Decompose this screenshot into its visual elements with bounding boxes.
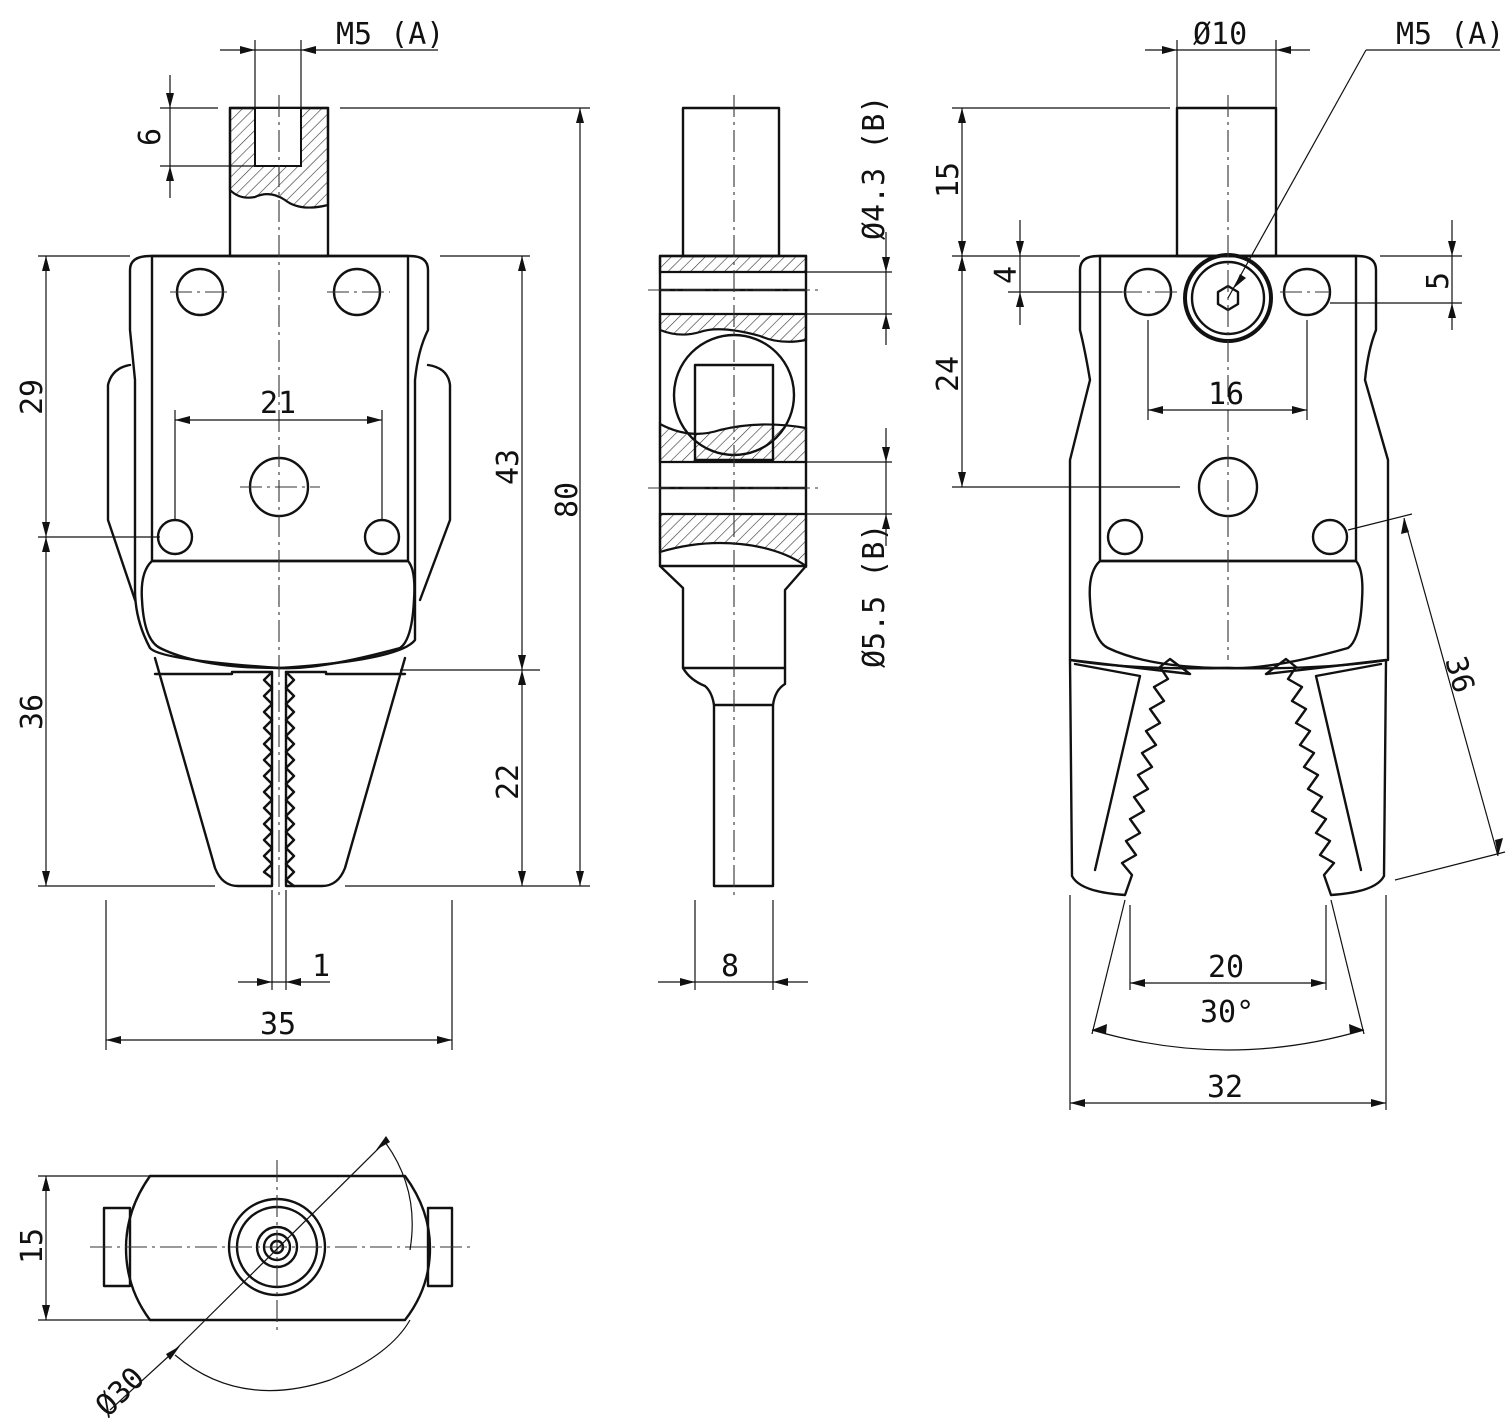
front-thread-depth-value: 6 [133,128,168,146]
side-section-top [658,254,808,274]
open-hole-spacing-value: 16 [1208,377,1244,412]
front-upper-height-value: 29 [15,379,50,415]
front-jaw-length-value: 22 [491,764,526,800]
open-gap-value: 20 [1208,950,1244,985]
open-left-jaw-inner [1073,662,1142,872]
front-lower-block [140,559,416,670]
side-section-mid1 [658,312,808,343]
side-lower [658,564,808,888]
side-stem [681,106,781,258]
front-thread-label: M5 (A) [336,17,444,52]
open-stem-height-value: 15 [931,162,966,198]
front-width-value: 35 [260,1007,296,1042]
front-hole-bottom-right [363,518,401,556]
front-jaw-gap-value: 1 [312,949,330,984]
front-total-height-value: 80 [550,482,585,518]
front-left-jaw [153,656,274,888]
front-hole-bottom-left [156,518,194,556]
front-view: M5 (A) 6 21 29 36 43 2 [15,17,590,1050]
open-stem [1175,106,1278,258]
open-lower-block [1088,559,1364,670]
front-jaw-teeth-right [284,670,296,888]
open-width-value: 32 [1207,1070,1243,1105]
open-right-jaw [1264,657,1388,897]
open-angle-value: 30° [1200,995,1254,1030]
top-body [124,1174,432,1322]
front-right-jaw [284,656,407,888]
open-stem-diameter-value: Ø10 [1193,17,1247,52]
top-circle-diameter-value: Ø30 [89,1361,152,1424]
front-left-cam [106,363,137,602]
top-view: 15 Ø30 [15,1136,470,1424]
open-offset-right-value: 5 [1421,272,1456,290]
front-right-cam [418,363,452,602]
open-view: Ø10 M5 (A) 15 24 4 5 [931,17,1506,1110]
side-section-bottom [658,512,808,569]
top-height-value: 15 [15,1228,50,1264]
open-hole-bottom-left [1106,518,1144,556]
open-body [1068,254,1390,670]
open-body-height-value: 24 [931,356,966,392]
front-body-height-value: 43 [491,449,526,485]
front-hole-spacing-value: 21 [260,386,296,421]
side-thickness-value: 8 [721,949,739,984]
open-offset-left-value: 4 [989,266,1024,284]
front-thread-bore [254,107,302,167]
open-right-jaw-inner [1314,662,1383,872]
front-lower-height-value: 36 [15,694,50,730]
open-hole-bottom-right [1311,518,1349,556]
side-section-mid2 [658,422,808,464]
side-view: Ø4.3 (B) Ø5.5 (B) 8 [648,95,892,990]
open-thread-label: M5 (A) [1396,17,1504,52]
front-body [128,254,430,670]
front-jaw-teeth-left [262,670,274,880]
side-hole-bottom-label: Ø5.5 (B) [857,524,892,669]
open-left-jaw [1068,657,1192,897]
side-hole-top-label: Ø4.3 (B) [857,96,892,241]
